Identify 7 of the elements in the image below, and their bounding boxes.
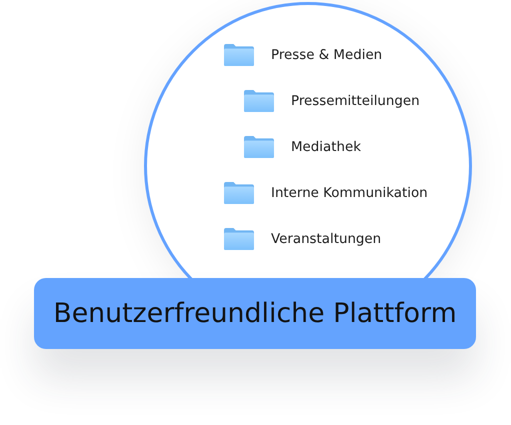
folder-name: Interne Kommunikation: [271, 184, 428, 202]
folder-name: Pressemitteilungen: [291, 92, 420, 110]
title-banner: [34, 278, 476, 349]
folder-name: Mediathek: [291, 138, 361, 156]
folder-name: Presse & Medien: [271, 46, 382, 64]
banner-text: Benutzerfreundliche Plattform: [53, 296, 457, 330]
folder-name: Veranstaltungen: [271, 230, 382, 248]
